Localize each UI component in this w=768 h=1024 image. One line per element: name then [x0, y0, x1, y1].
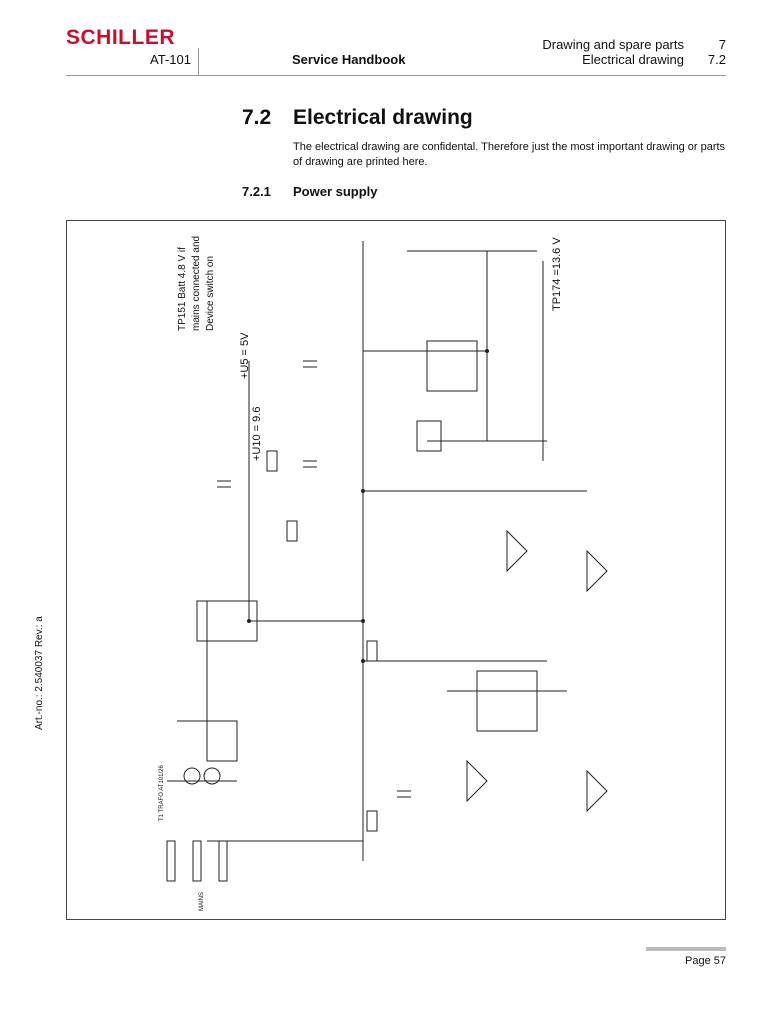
- subsection-title: Power supply: [293, 184, 378, 199]
- label-tp174: TP174 =13.6 V: [551, 237, 563, 311]
- section-heading: Electrical drawing 7.2: [582, 52, 726, 67]
- footer-bar: [646, 947, 726, 951]
- label-mains-connected: mains connected and: [191, 235, 202, 331]
- label-device-switch: Device switch on: [205, 255, 216, 331]
- label-transformer: T1 TRAFO AT101/26: [159, 765, 165, 821]
- model-name: AT-101: [150, 52, 191, 67]
- page-number: Page 57: [685, 955, 726, 967]
- chapter-number: 7: [718, 37, 726, 52]
- schematic-frame: TP151 Batt 4.8 V if mains connected and …: [66, 220, 726, 920]
- article-number: Art.-no.: 2.540037 Rev.: a: [34, 616, 45, 730]
- header-rule: [66, 75, 726, 76]
- handbook-title: Service Handbook: [292, 52, 406, 67]
- power-supply-schematic: [166, 241, 608, 882]
- chapter-heading: Drawing and spare parts 7: [542, 37, 726, 52]
- label-u5: +U5 = 5V: [239, 332, 251, 379]
- header-section-title: Electrical drawing: [582, 52, 684, 67]
- schiller-logo: SCHILLER: [66, 26, 175, 49]
- label-tp151: TP151 Batt 4.8 V if: [177, 247, 188, 331]
- label-mains-input: MAINS: [199, 891, 205, 911]
- header-section-number: 7.2: [707, 52, 726, 67]
- chapter-title: Drawing and spare parts: [542, 37, 684, 52]
- section-number: 7.2: [242, 106, 272, 129]
- subsection-number: 7.2.1: [242, 184, 271, 199]
- section-paragraph: The electrical drawing are confidental. …: [293, 141, 726, 168]
- section-title: Electrical drawing: [293, 106, 473, 129]
- header-divider: [198, 48, 199, 75]
- label-u10: +U10 = 9.6: [251, 406, 263, 461]
